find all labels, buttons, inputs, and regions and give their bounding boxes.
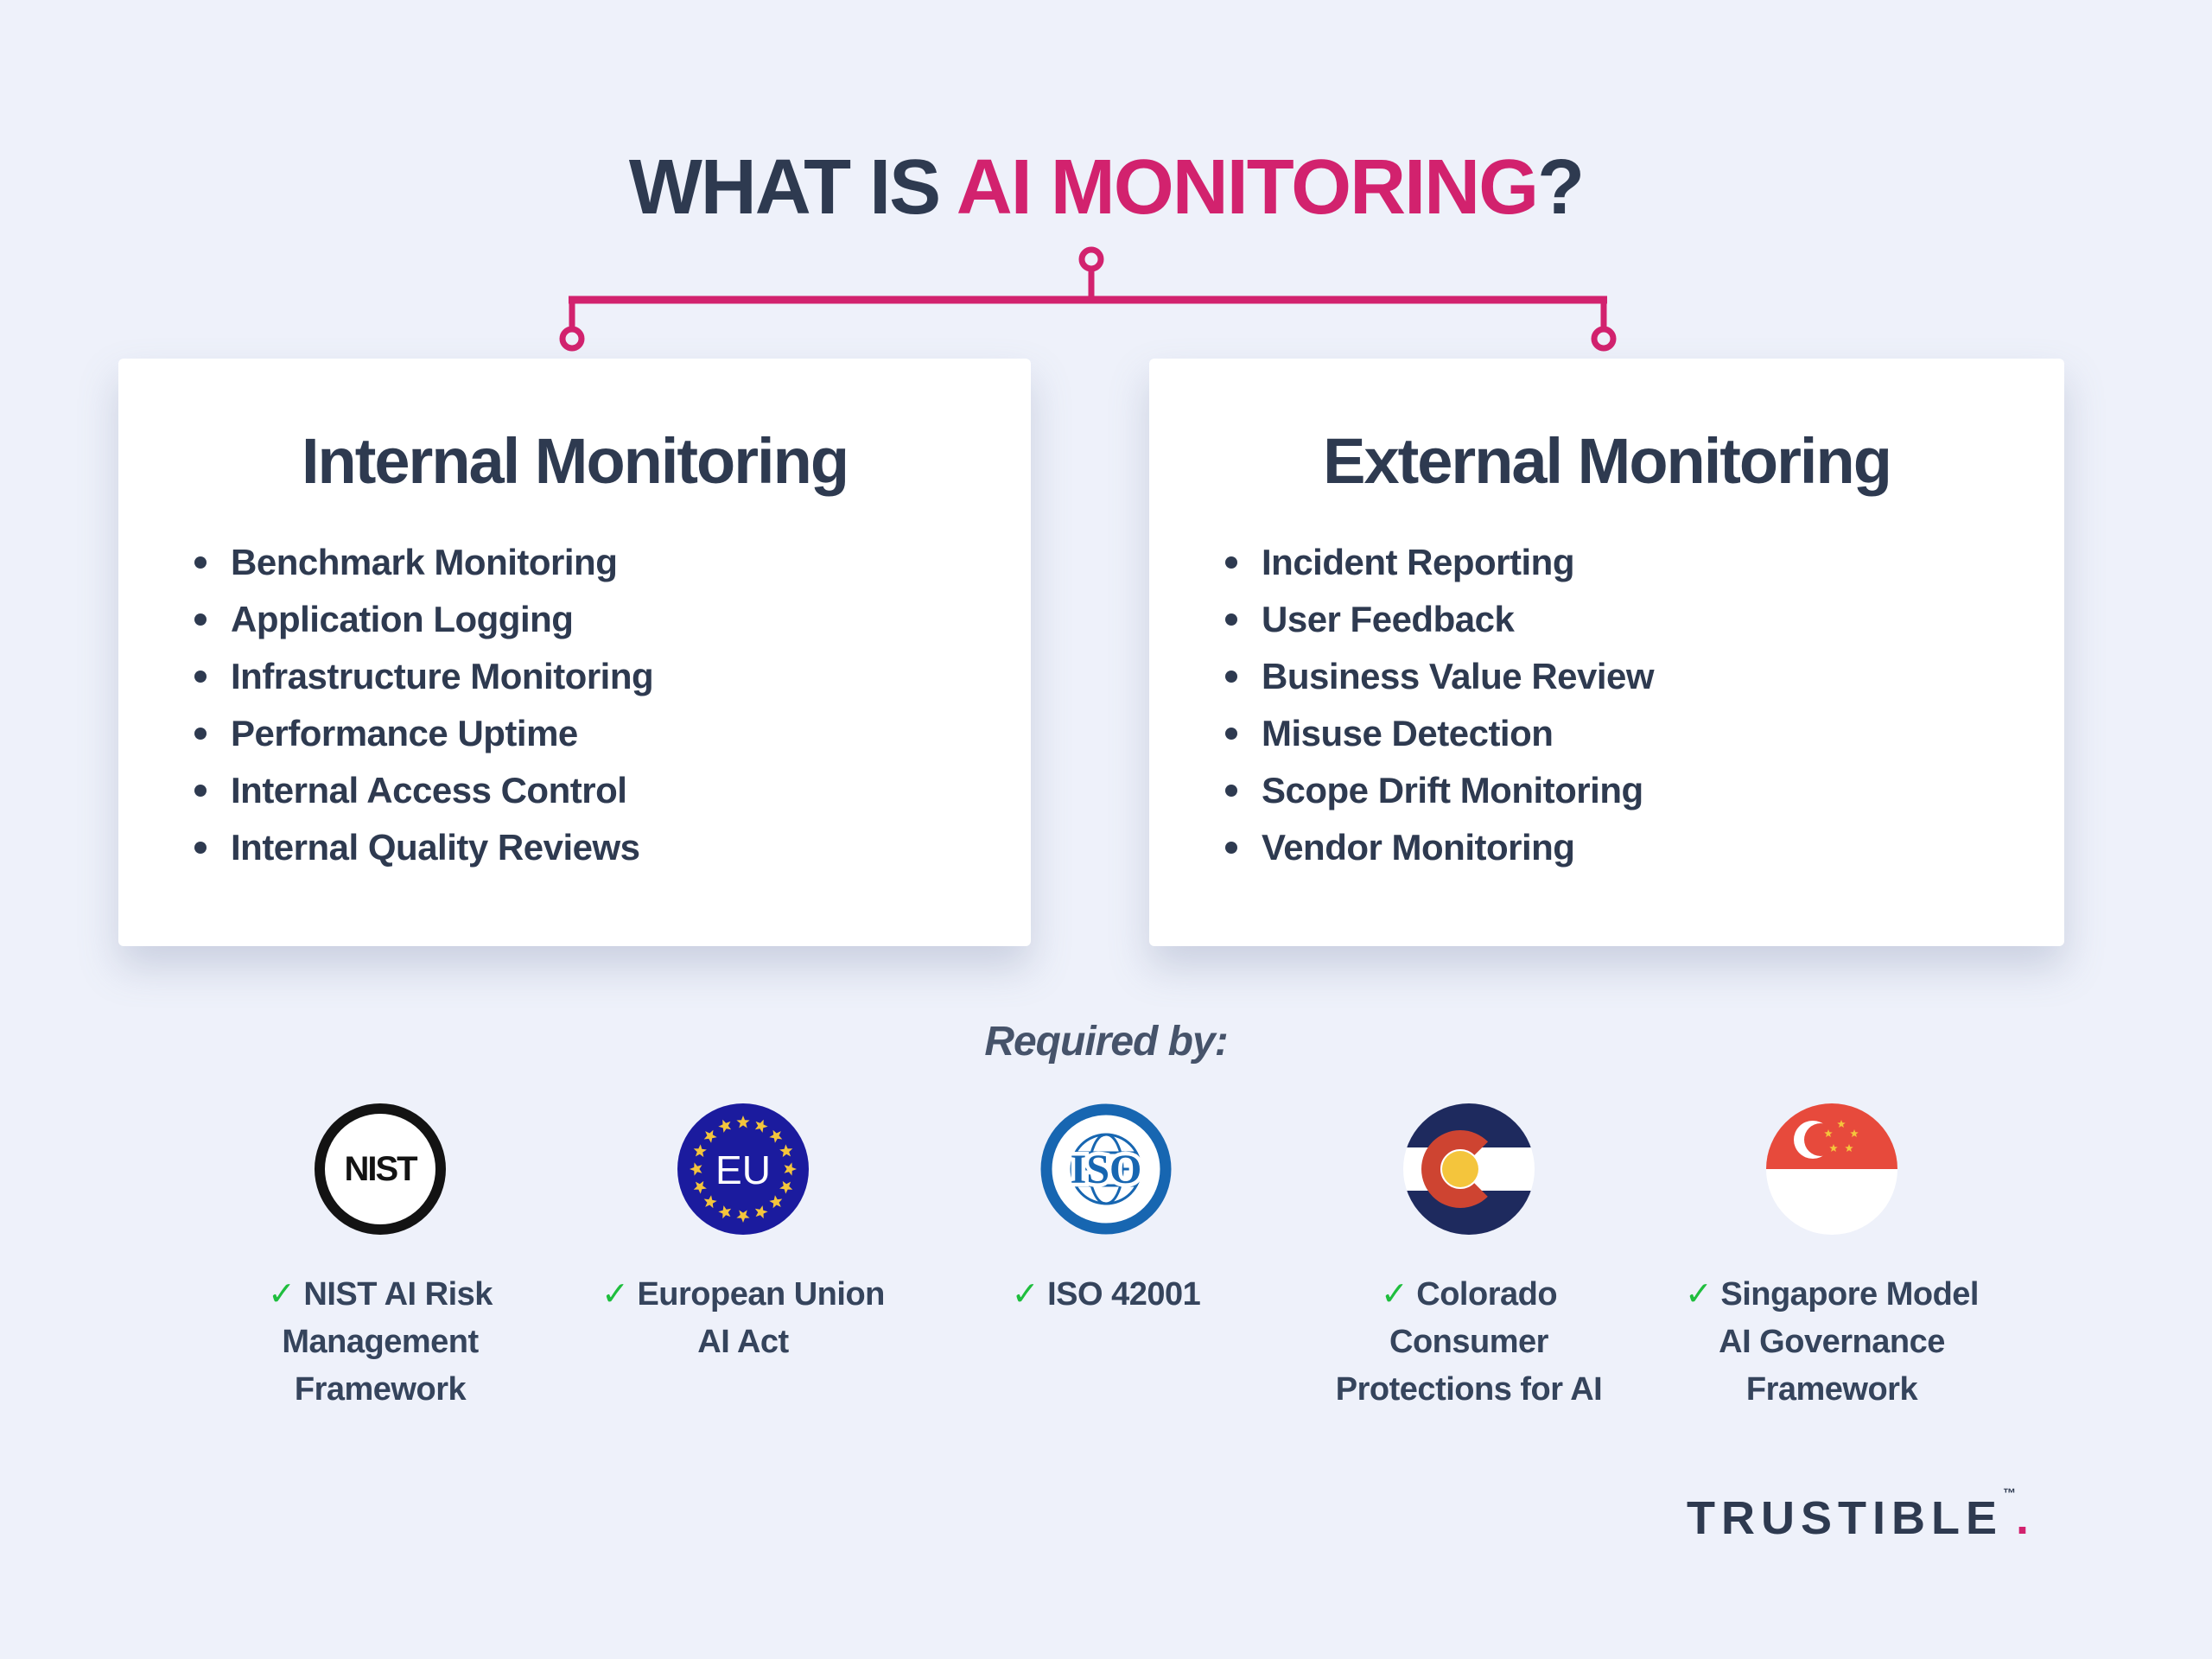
iso-logo-icon: ISO <box>1040 1103 1172 1235</box>
bullet-dot <box>194 556 207 569</box>
internal-monitoring-list: Benchmark Monitoring Application Logging… <box>118 534 1031 876</box>
external-monitoring-heading: External Monitoring <box>1323 425 1892 497</box>
required-entry-singapore: ✓Singapore Model AI Governance Framework <box>1650 1103 2013 1414</box>
internal-monitoring-heading: Internal Monitoring <box>301 425 849 497</box>
required-entry-iso: ISO ✓ISO 42001 <box>925 1103 1287 1414</box>
list-item: Vendor Monitoring <box>1225 819 2064 876</box>
eu-flag-icon: EU <box>677 1103 809 1235</box>
list-item: Internal Quality Reviews <box>194 819 1031 876</box>
internal-monitoring-card: Internal Monitoring Benchmark Monitoring… <box>118 359 1031 946</box>
external-monitoring-card: External Monitoring Incident Reporting U… <box>1149 359 2064 946</box>
bullet-dot <box>1225 842 1237 854</box>
list-item-label: Misuse Detection <box>1262 713 1554 753</box>
required-entry-colorado: ✓Colorado Consumer Protections for AI <box>1287 1103 1650 1414</box>
list-item-label: Vendor Monitoring <box>1262 827 1575 868</box>
nist-logo-icon: NIST <box>315 1103 446 1235</box>
check-icon: ✓ <box>1011 1276 1039 1313</box>
list-item: Infrastructure Monitoring <box>194 648 1031 705</box>
eu-badge-text: EU <box>715 1147 771 1192</box>
list-item-label: Internal Quality Reviews <box>231 827 640 868</box>
brand-dot: . <box>2015 1492 2029 1544</box>
list-item-label: Business Value Review <box>1262 656 1655 696</box>
external-monitoring-list: Incident Reporting User Feedback Busines… <box>1149 534 2064 876</box>
list-item-label: Scope Drift Monitoring <box>1262 770 1643 810</box>
bullet-dot <box>194 613 207 626</box>
singapore-flag-icon <box>1766 1103 1897 1235</box>
singapore-label: ✓Singapore Model AI Governance Framework <box>1685 1276 1979 1408</box>
bullet-dot <box>194 842 207 854</box>
trustible-logo: TRUSTIBLE™. <box>1686 1486 2029 1545</box>
bullet-dot <box>1225 613 1237 626</box>
bullet-dot <box>1225 671 1237 683</box>
trustible-wordmark: TRUSTIBLE <box>1686 1492 2003 1544</box>
list-item-label: Infrastructure Monitoring <box>231 656 654 696</box>
list-item: Application Logging <box>194 591 1031 648</box>
list-item-label: Incident Reporting <box>1262 542 1575 582</box>
check-icon: ✓ <box>601 1276 629 1313</box>
colorado-flag-icon <box>1403 1103 1535 1235</box>
list-item: Internal Access Control <box>194 762 1031 819</box>
iso-badge-text: ISO <box>1071 1147 1142 1192</box>
required-by-label: Required by: <box>984 1019 1228 1065</box>
title-prefix: WHAT IS <box>628 144 957 231</box>
list-item-label: User Feedback <box>1262 599 1515 639</box>
check-icon: ✓ <box>1380 1276 1408 1313</box>
list-item: Business Value Review <box>1225 648 2064 705</box>
list-item: Scope Drift Monitoring <box>1225 762 2064 819</box>
list-item-label: Internal Access Control <box>231 770 627 810</box>
bullet-dot <box>1225 728 1237 740</box>
list-item-label: Performance Uptime <box>231 713 578 753</box>
title-highlight: AI MONITORING <box>956 144 1539 231</box>
check-icon: ✓ <box>268 1276 296 1313</box>
list-item: Misuse Detection <box>1225 705 2064 762</box>
required-by-logos: NIST ✓NIST AI Risk Management Framework <box>199 1103 2013 1414</box>
page-title: WHAT IS AI MONITORING? <box>0 149 2212 226</box>
bullet-dot <box>194 785 207 797</box>
nist-label: ✓NIST AI Risk Management Framework <box>268 1276 493 1408</box>
nist-badge-text: NIST <box>344 1149 417 1188</box>
list-item-label: Benchmark Monitoring <box>231 542 618 582</box>
list-item: User Feedback <box>1225 591 2064 648</box>
list-item: Performance Uptime <box>194 705 1031 762</box>
list-item-label: Application Logging <box>231 599 574 639</box>
bullet-dot <box>194 671 207 683</box>
bullet-dot <box>194 728 207 740</box>
check-icon: ✓ <box>1685 1276 1713 1313</box>
eu-label: ✓European Union AI Act <box>601 1276 885 1360</box>
tree-connector-lines <box>559 246 1617 352</box>
bullet-dot <box>1225 556 1237 569</box>
iso-label: ✓ISO 42001 <box>1011 1276 1201 1313</box>
title-suffix: ? <box>1537 144 1585 231</box>
required-entry-eu: EU ✓European Union AI Act <box>562 1103 925 1414</box>
bullet-dot <box>1225 785 1237 797</box>
trademark-symbol: ™ <box>2002 1486 2016 1501</box>
list-item: Benchmark Monitoring <box>194 534 1031 591</box>
required-entry-nist: NIST ✓NIST AI Risk Management Framework <box>199 1103 562 1414</box>
list-item: Incident Reporting <box>1225 534 2064 591</box>
colorado-label: ✓Colorado Consumer Protections for AI <box>1335 1276 1603 1408</box>
